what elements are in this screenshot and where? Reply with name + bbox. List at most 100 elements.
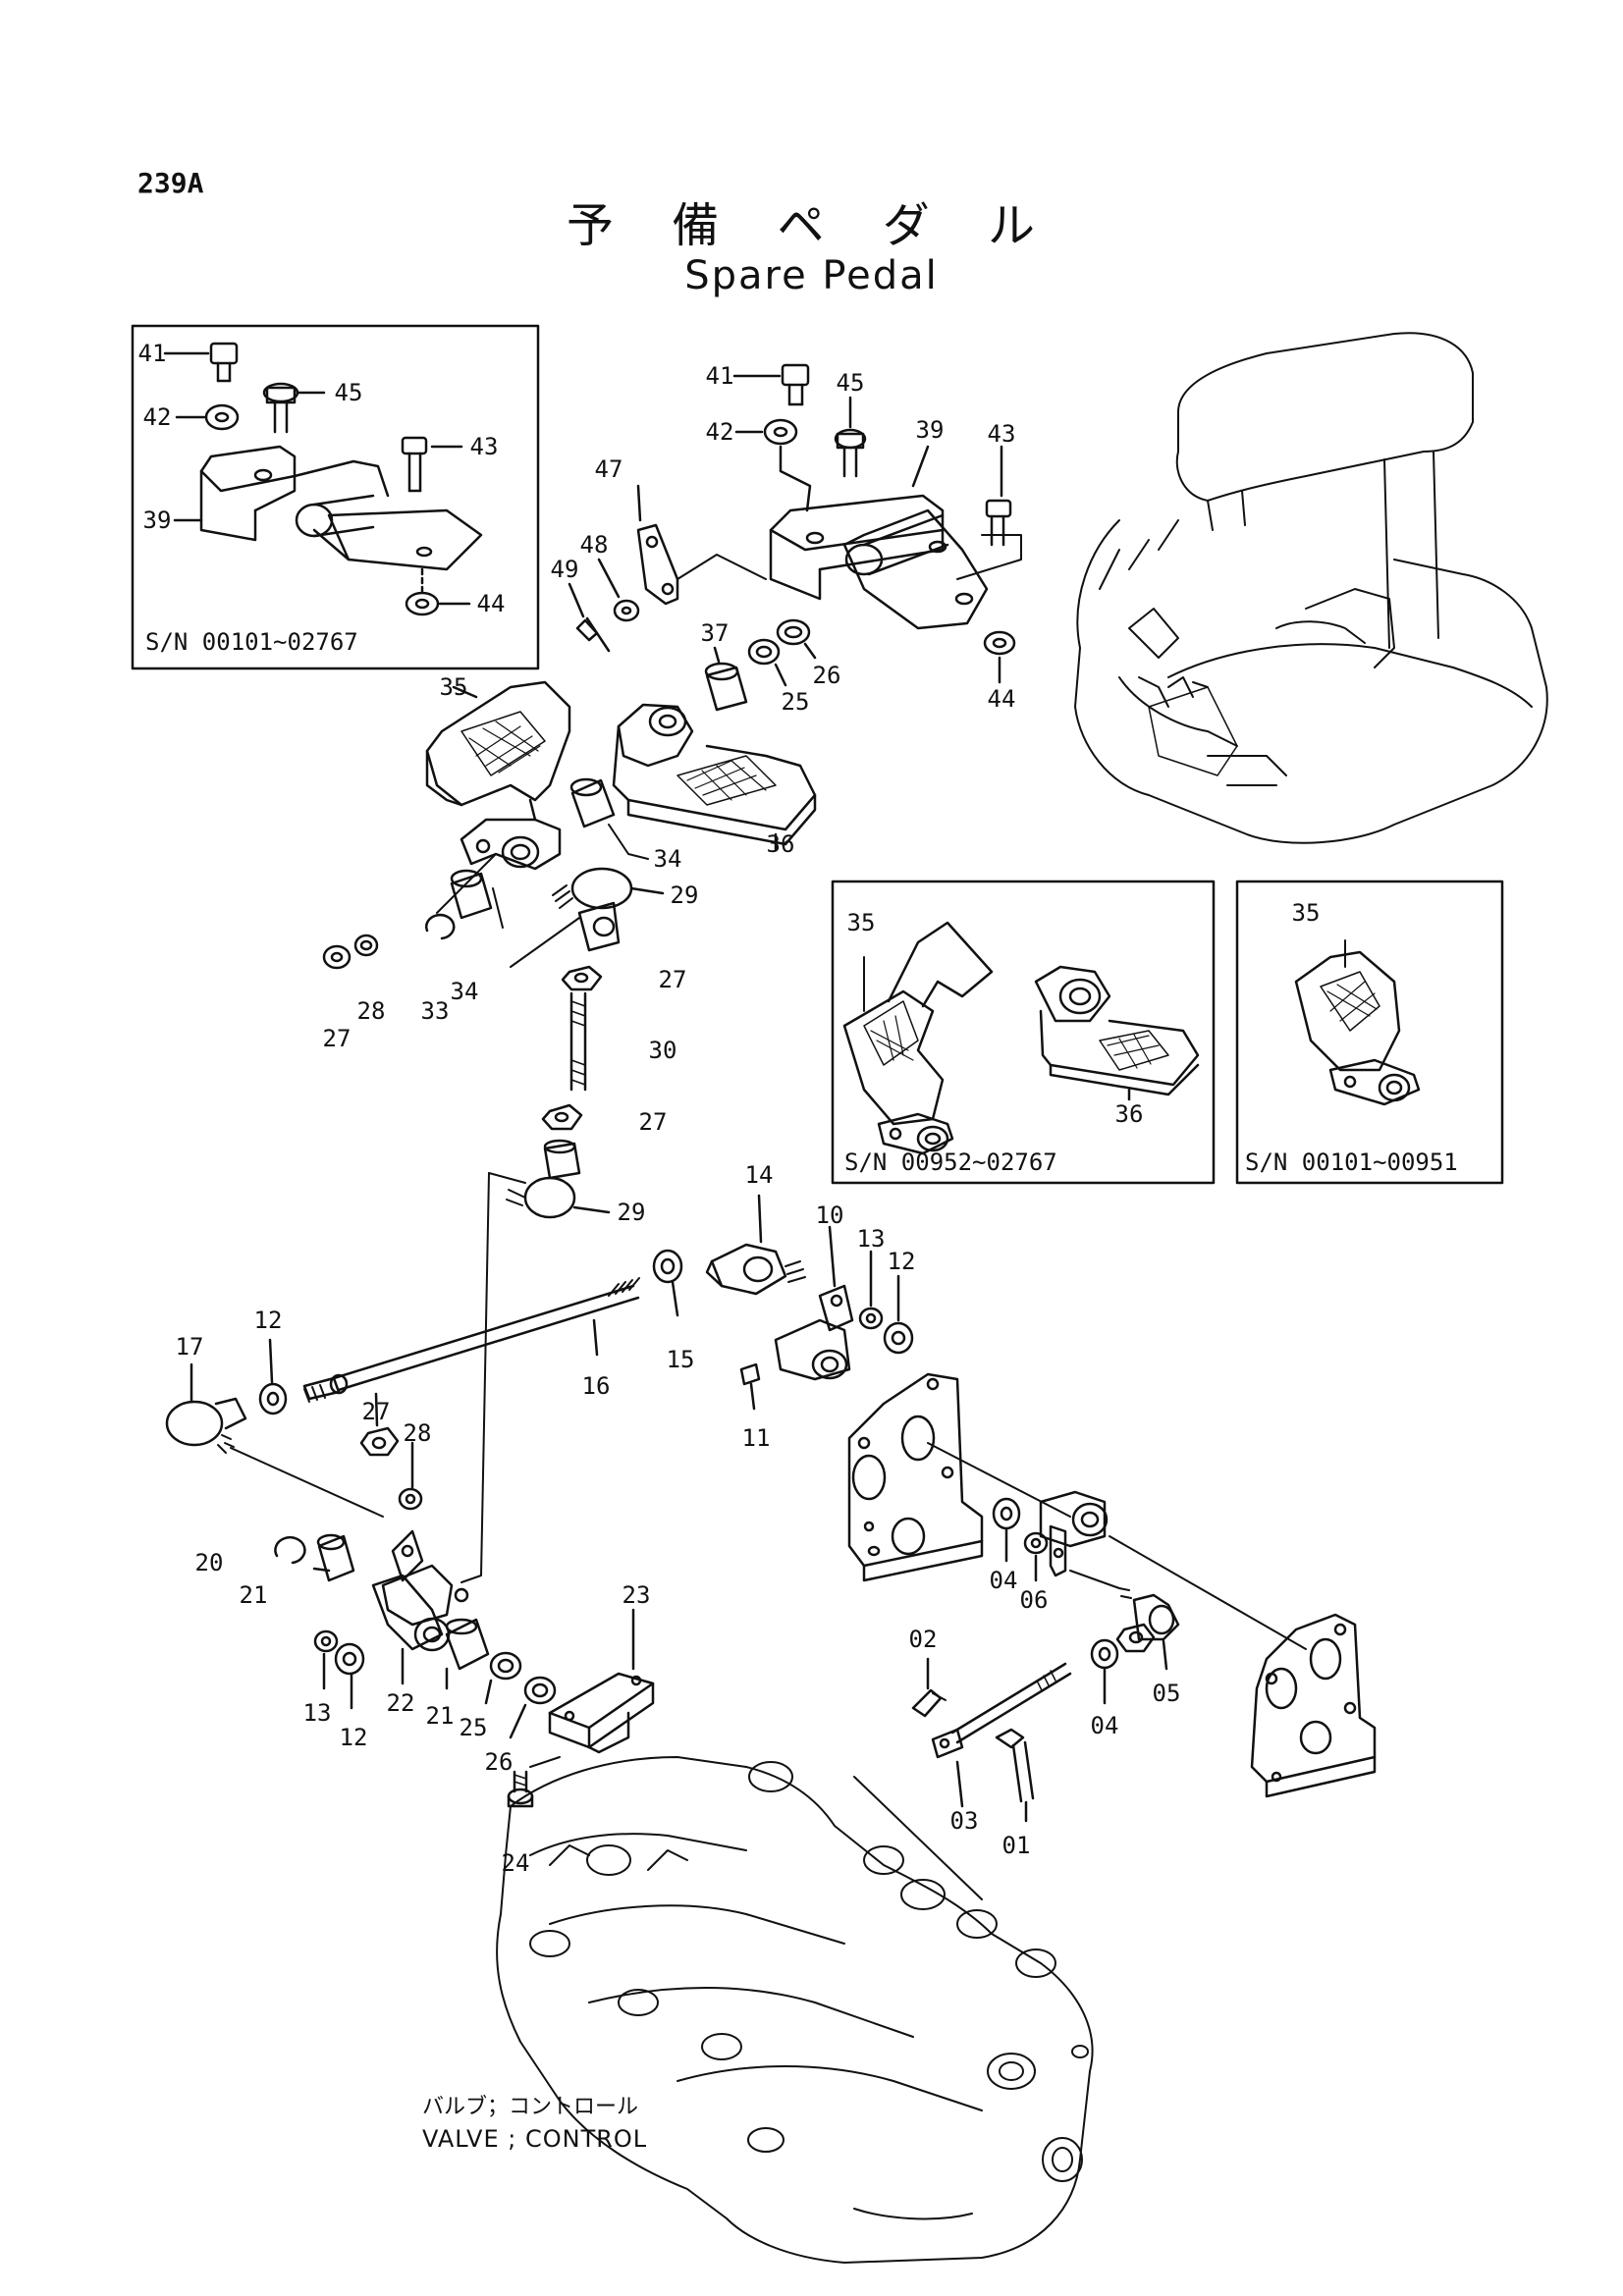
lever-10 [774, 1225, 854, 1381]
callout-label: 27 [658, 966, 687, 993]
bolt-24 [507, 1756, 561, 1808]
bushing-21-right [445, 1618, 490, 1690]
inset1-nut-44 [405, 567, 471, 616]
nut-12-upper [883, 1274, 914, 1355]
rod-16 [302, 1277, 640, 1403]
ball-joint-29-lower [506, 1139, 611, 1219]
ball-joint-17 [165, 1362, 247, 1454]
bolt-45-main [834, 396, 867, 478]
washer-25-lower [484, 1651, 522, 1705]
callout-label: 13 [302, 1699, 332, 1727]
callout-label: 39 [142, 507, 172, 534]
ball-joint-05 [1118, 1587, 1180, 1671]
callout-label: 41 [137, 340, 167, 367]
bushing-21-left [312, 1533, 355, 1582]
nut-04-lower [1090, 1638, 1119, 1705]
bolt-41-main [732, 363, 810, 406]
callout-label: 10 [815, 1201, 844, 1229]
callout-label: 25 [459, 1714, 488, 1741]
callout-label: 11 [741, 1424, 771, 1452]
callout-label: 42 [142, 403, 172, 431]
callout-label: 36 [766, 830, 795, 858]
callout-label: 23 [622, 1581, 651, 1609]
callout-label: 12 [887, 1248, 916, 1275]
callout-label: 27 [361, 1398, 391, 1425]
rod-30 [569, 991, 587, 1092]
pin-02 [911, 1657, 947, 1718]
washer-26-lower [509, 1676, 557, 1739]
nut-15 [652, 1249, 683, 1317]
inset-caption-serial-range: S/N 00101~02767 [145, 628, 358, 656]
callout-label: 29 [617, 1199, 646, 1226]
washer-25-upper [747, 638, 787, 687]
callout-label: 44 [987, 685, 1016, 713]
callout-label: 27 [638, 1108, 668, 1136]
inset1-bolt-43 [401, 436, 463, 493]
lever-assembly [1039, 1490, 1120, 1589]
callout-label: 12 [253, 1307, 283, 1334]
washer-06 [1023, 1531, 1049, 1582]
ball-joint-29-upper [552, 867, 665, 952]
machine-silhouette [1074, 332, 1548, 844]
callout-label: 35 [846, 909, 876, 936]
connection-line-29-22 [460, 1172, 490, 1583]
bracket-plate-left [847, 1372, 1071, 1582]
nut-44-main [983, 630, 1016, 684]
leader-control-valve [853, 1776, 983, 1900]
inset-box-right [1235, 880, 1504, 1185]
bracket-39-main [769, 445, 989, 630]
callout-label: 05 [1152, 1680, 1181, 1707]
callout-label: 48 [579, 531, 609, 559]
callout-label: 41 [705, 362, 734, 390]
nut-27-lower [359, 1392, 400, 1457]
callout-label: 17 [175, 1333, 204, 1361]
washer-26-upper [776, 618, 817, 660]
callout-label: 01 [1001, 1832, 1031, 1859]
callout-label: 36 [1114, 1100, 1144, 1128]
washer-13-upper [858, 1250, 884, 1330]
inset-box-top-left [131, 324, 540, 670]
bolt-43-main [956, 445, 1022, 580]
callout-label: 49 [550, 556, 579, 583]
callout-label: 44 [476, 590, 506, 617]
bracket-plate-right [1109, 1535, 1377, 1798]
ring-33 [425, 913, 456, 940]
nut-27-a [322, 944, 352, 970]
valve-label-japanese: バルブ；コントロール [422, 2095, 639, 2119]
callout-label: 33 [420, 997, 450, 1025]
inset1-nut-42 [175, 403, 240, 431]
nut-04-upper [992, 1497, 1021, 1563]
inset-caption-serial-range: S/N 00101~00951 [1245, 1148, 1458, 1176]
nut-12-left [258, 1338, 288, 1415]
bushing-34-lower [450, 869, 504, 929]
inset1-bolt-45 [262, 382, 326, 434]
bolt-01 [995, 1728, 1035, 1823]
washer-28-lower [398, 1441, 423, 1511]
callout-label: 28 [403, 1419, 432, 1447]
callout-label: 34 [450, 978, 479, 1005]
page-number: 239A [137, 167, 204, 199]
bushing-34-upper [569, 777, 649, 860]
callout-label: 13 [856, 1225, 886, 1253]
callout-label: 34 [653, 845, 682, 873]
inset3-pedal-35 [1294, 939, 1421, 1106]
nut-27-b [561, 965, 603, 991]
inset-caption-serial-range: S/N 00952~02767 [844, 1148, 1057, 1176]
callout-label: 04 [1090, 1712, 1119, 1739]
washer-48 [597, 558, 640, 622]
valve-label-english: VALVE ; CONTROL [422, 2125, 648, 2153]
callout-label: 24 [501, 1849, 530, 1877]
callout-label: 43 [469, 433, 499, 460]
callout-label: 29 [670, 881, 699, 909]
callout-label: 35 [439, 673, 468, 701]
callout-label: 15 [666, 1346, 695, 1373]
washer-28-a [353, 934, 379, 957]
control-valve [496, 1756, 1094, 2264]
pedal-36 [612, 703, 817, 851]
callout-label: 14 [744, 1161, 774, 1189]
callout-label: 26 [812, 662, 841, 689]
ring-20 [274, 1535, 306, 1565]
callout-label: 21 [425, 1702, 455, 1730]
callout-label: 26 [484, 1748, 514, 1776]
